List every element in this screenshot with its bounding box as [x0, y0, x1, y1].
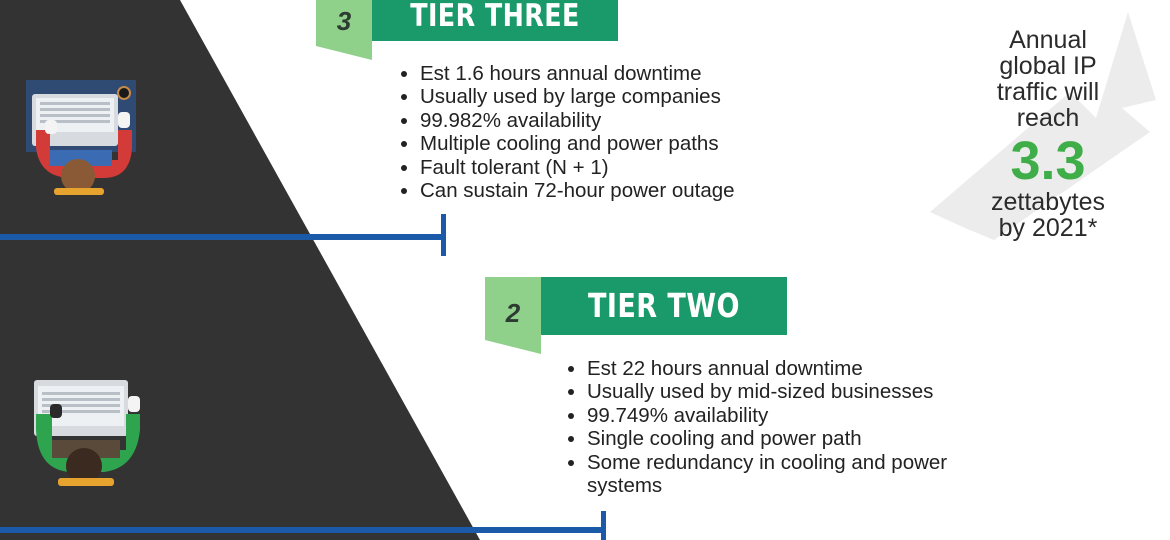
- stat-line-5: zettabytes: [991, 188, 1105, 216]
- tier-two-divider: [0, 511, 606, 540]
- tier-two-banner: [485, 277, 787, 354]
- list-item: Multiple cooling and power paths: [420, 132, 735, 155]
- traffic-stat-callout: Annual global IP traffic will reach 3.3 …: [968, 27, 1128, 241]
- stat-line-1: Annual: [1009, 26, 1087, 54]
- tier-three-feature-list: Est 1.6 hours annual downtime Usually us…: [396, 62, 735, 202]
- stat-line-3: traffic will: [996, 78, 1100, 106]
- stat-line-6: by 2021*: [998, 214, 1098, 242]
- stat-line-4: reach: [1016, 104, 1080, 132]
- list-item: 99.982% availability: [420, 109, 735, 132]
- tier-three-title: TIER THREE: [410, 0, 580, 34]
- tier-three-divider: [0, 214, 446, 256]
- list-item: Usually used by large companies: [420, 85, 735, 108]
- list-item: Est 1.6 hours annual downtime: [420, 62, 735, 85]
- list-item: 99.749% availability: [587, 404, 1027, 427]
- tier-two-feature-list: Est 22 hours annual downtime Usually use…: [563, 357, 1027, 497]
- list-item: Est 22 hours annual downtime: [587, 357, 1027, 380]
- list-item: Single cooling and power path: [587, 427, 1027, 450]
- tier-two-number: 2: [505, 298, 521, 328]
- list-item: Fault tolerant (N + 1): [420, 156, 735, 179]
- tier-three-banner: [316, 0, 618, 60]
- list-item: Can sustain 72-hour power outage: [420, 179, 735, 202]
- list-item: Some redundancy in cooling and power sys…: [587, 451, 1027, 498]
- tier-three-number: 3: [336, 6, 352, 36]
- stat-line-2: global IP: [999, 52, 1097, 80]
- list-item: Usually used by mid-sized businesses: [587, 380, 1027, 403]
- stat-value: 3.3: [1010, 131, 1086, 191]
- tier-two-title: TIER TWO: [588, 286, 740, 325]
